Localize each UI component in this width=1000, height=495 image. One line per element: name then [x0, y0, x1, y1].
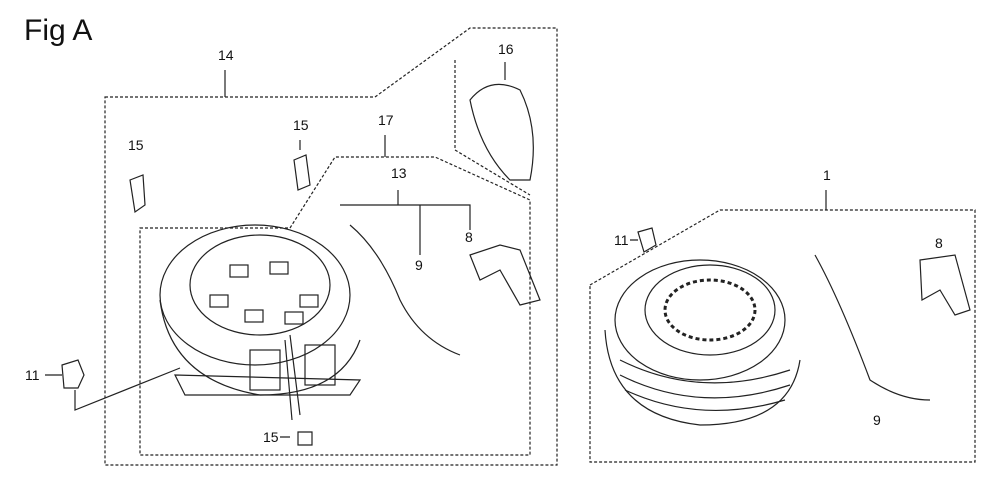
flange-nut-right [637, 227, 657, 253]
callout-9: 9 [414, 257, 424, 273]
nut-15a [129, 174, 146, 214]
callout-1: 1 [822, 167, 832, 183]
rope-right [814, 254, 931, 401]
callout-9: 9 [872, 412, 882, 428]
callout-11: 11 [613, 232, 630, 248]
callout-8: 8 [464, 229, 474, 245]
callout-16: 16 [497, 41, 515, 57]
callout-14: 14 [217, 47, 235, 63]
flange-nut-left [61, 359, 85, 389]
group-box-1 [589, 209, 976, 463]
recoil-starter-left [159, 224, 362, 421]
rope-left [349, 224, 461, 356]
group-box-17 [139, 156, 531, 456]
nut-15b [293, 154, 311, 191]
callout-17: 17 [377, 112, 395, 128]
recoil-starter-right [604, 259, 801, 426]
callout-13: 13 [390, 165, 408, 181]
group-box-16 [454, 60, 531, 196]
group-box-14 [104, 27, 558, 466]
callout-11: 11 [24, 367, 41, 383]
figure-title: Fig A [24, 14, 93, 47]
callout-15: 15 [292, 117, 310, 133]
callout-15: 15 [127, 137, 145, 153]
rope-guide-16 [469, 83, 534, 181]
callout-8: 8 [934, 235, 944, 251]
grip-left [469, 244, 541, 306]
nut-15c [297, 431, 313, 446]
callout-15: 15 [262, 429, 280, 445]
grip-right [919, 254, 971, 316]
